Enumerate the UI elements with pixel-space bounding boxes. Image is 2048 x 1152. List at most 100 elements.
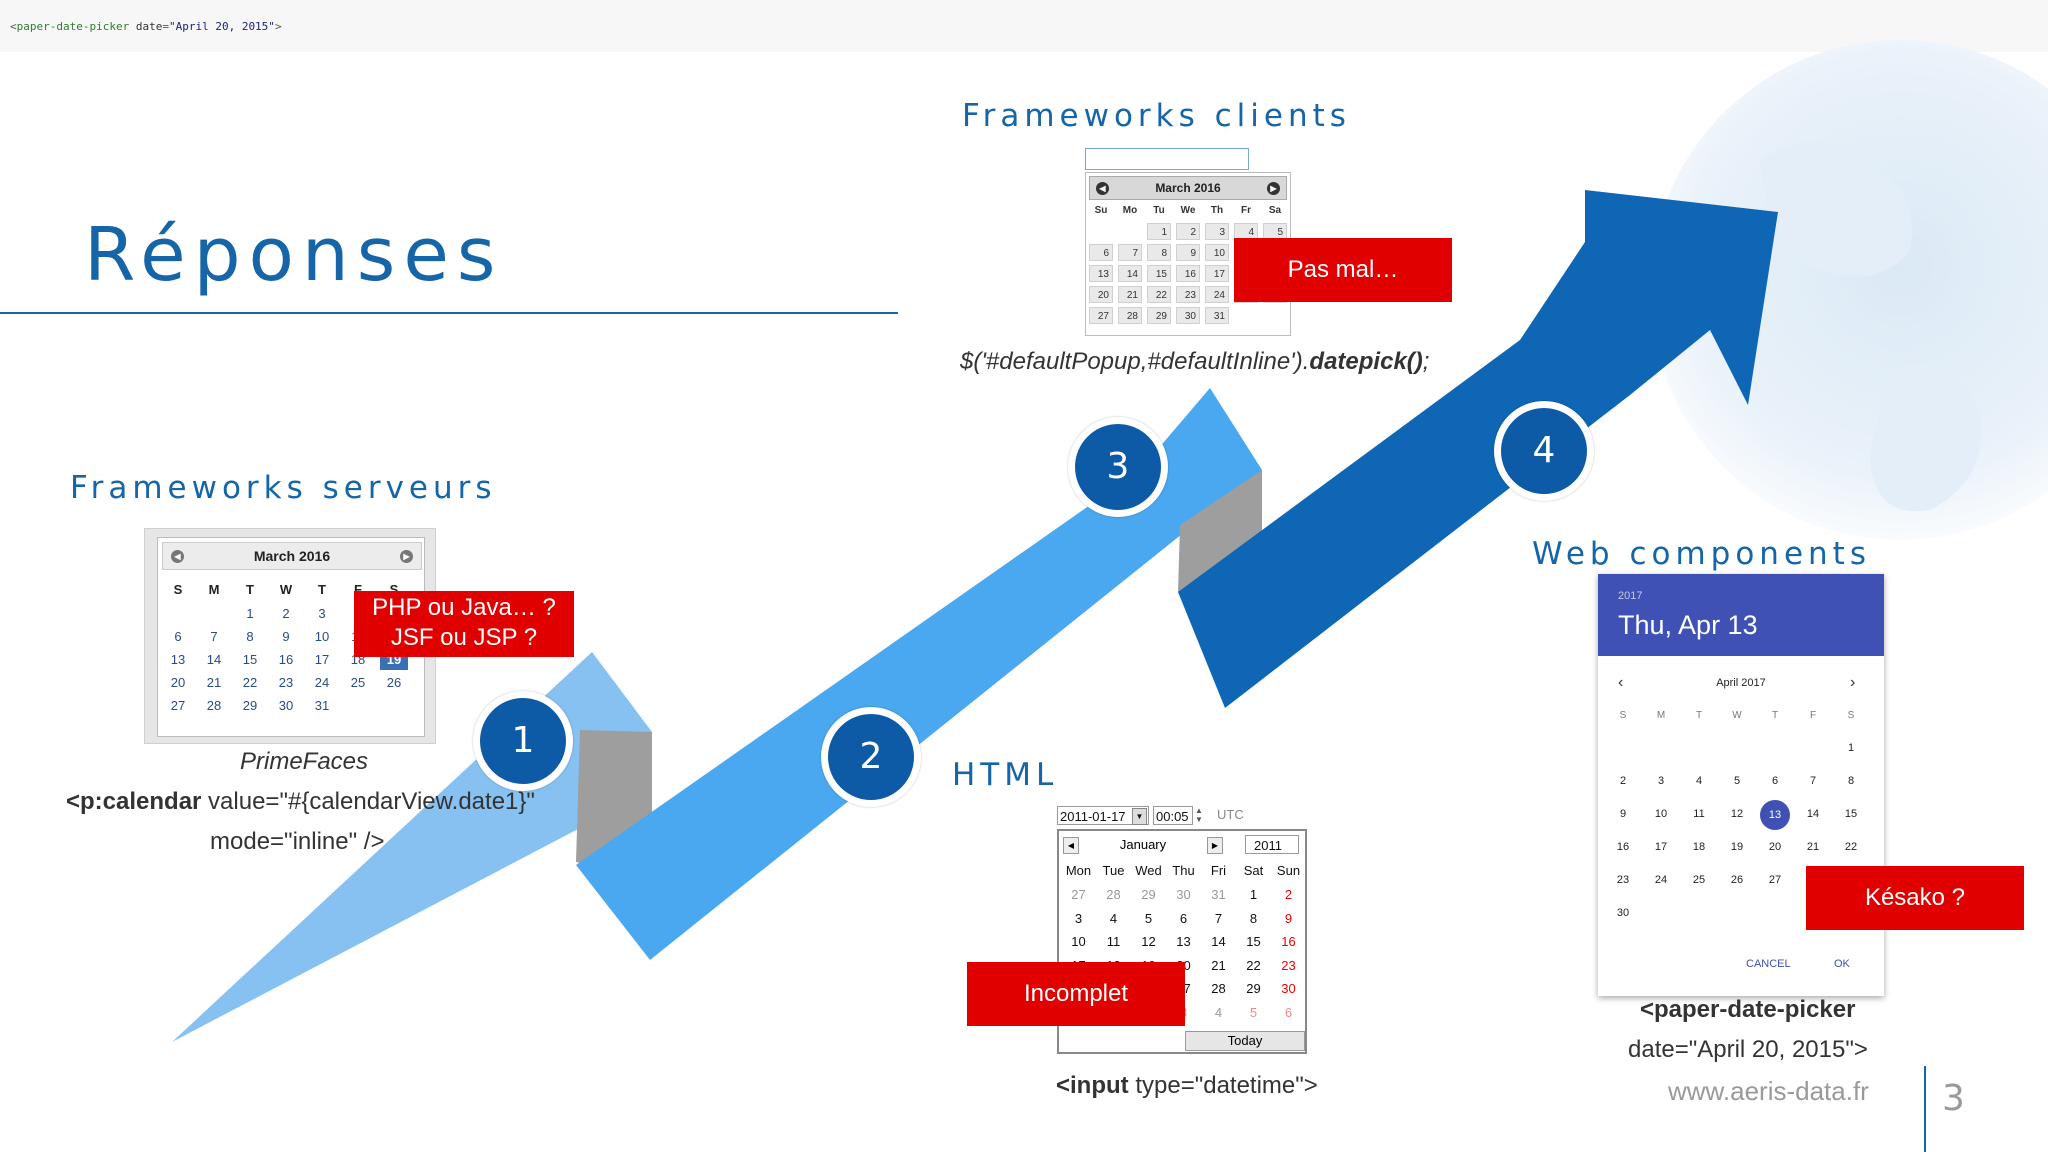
- pp-day-cell[interactable]: 6: [1771, 775, 1779, 787]
- pp-day-cell[interactable]: 18: [1692, 841, 1706, 853]
- pp-day-cell[interactable]: 23: [1616, 874, 1630, 886]
- dt-day-cell[interactable]: 6: [1284, 1004, 1293, 1020]
- jq-day-cell[interactable]: 2: [1176, 223, 1200, 240]
- dt-day-cell[interactable]: 29: [1141, 887, 1156, 902]
- next-month-icon[interactable]: ▶: [1267, 182, 1280, 195]
- jq-day-cell[interactable]: 24: [1205, 286, 1229, 303]
- jq-day-cell[interactable]: 20: [1089, 286, 1113, 303]
- jq-day-cell[interactable]: 30: [1176, 307, 1200, 324]
- dt-day-cell[interactable]: 3: [1074, 910, 1083, 926]
- prev-month-icon[interactable]: ◀: [1096, 182, 1109, 195]
- pp-day-cell[interactable]: 26: [1730, 874, 1744, 886]
- jq-day-cell[interactable]: 16: [1176, 265, 1200, 282]
- pf-day-cell[interactable]: 10: [314, 629, 330, 644]
- pp-day-cell[interactable]: 10: [1654, 808, 1668, 820]
- next-month-icon[interactable]: ▶: [1207, 837, 1223, 854]
- dt-year-field[interactable]: 2011: [1245, 835, 1299, 854]
- pp-day-cell[interactable]: 1: [1847, 742, 1855, 754]
- dt-day-cell[interactable]: 1: [1249, 887, 1258, 902]
- pf-day-cell[interactable]: 25: [350, 675, 366, 690]
- pf-day-cell[interactable]: 7: [210, 629, 218, 644]
- pf-day-cell[interactable]: 23: [278, 675, 294, 690]
- prev-month-icon[interactable]: ◀: [1063, 837, 1079, 854]
- dt-day-cell[interactable]: 4: [1214, 1004, 1223, 1020]
- dt-day-cell[interactable]: 9: [1284, 910, 1293, 926]
- dt-day-cell[interactable]: 16: [1281, 934, 1296, 949]
- pp-day-cell[interactable]: 21: [1806, 841, 1820, 853]
- jq-day-cell[interactable]: 17: [1205, 265, 1229, 282]
- pp-day-cell[interactable]: 17: [1654, 841, 1668, 853]
- dt-day-cell[interactable]: 28: [1211, 981, 1226, 996]
- prev-month-icon[interactable]: ‹: [1618, 674, 1624, 691]
- dt-day-cell[interactable]: 7: [1214, 910, 1223, 926]
- time-field[interactable]: 00:05: [1153, 806, 1193, 825]
- pp-day-cell[interactable]: 25: [1692, 874, 1706, 886]
- jq-day-cell[interactable]: 8: [1147, 244, 1171, 261]
- pf-day-cell[interactable]: 21: [206, 675, 222, 690]
- dt-day-cell[interactable]: 11: [1106, 934, 1121, 949]
- datepick-input[interactable]: [1085, 148, 1249, 170]
- pf-day-cell[interactable]: 30: [278, 698, 294, 713]
- jq-day-cell[interactable]: 27: [1089, 307, 1113, 324]
- pf-day-cell[interactable]: 20: [170, 675, 186, 690]
- jq-day-cell[interactable]: 13: [1089, 265, 1113, 282]
- pp-day-cell[interactable]: 22: [1844, 841, 1858, 853]
- pf-day-cell[interactable]: 22: [242, 675, 258, 690]
- prev-month-icon[interactable]: ◀: [171, 550, 184, 563]
- ok-button[interactable]: OK: [1834, 958, 1850, 970]
- pp-day-cell[interactable]: 14: [1806, 808, 1820, 820]
- pf-day-cell[interactable]: 2: [282, 606, 290, 621]
- dt-day-cell[interactable]: 21: [1211, 957, 1226, 973]
- next-month-icon[interactable]: ▶: [400, 550, 413, 563]
- pf-day-cell[interactable]: 16: [278, 652, 294, 667]
- pf-day-cell[interactable]: 28: [206, 698, 222, 713]
- pp-day-cell[interactable]: 27: [1768, 874, 1782, 886]
- pp-day-cell[interactable]: 15: [1844, 808, 1858, 820]
- pp-day-cell[interactable]: 20: [1768, 841, 1782, 853]
- cancel-button[interactable]: CANCEL: [1746, 958, 1791, 970]
- pp-day-cell[interactable]: 3: [1657, 775, 1665, 787]
- jq-day-cell[interactable]: 3: [1205, 223, 1229, 240]
- jq-day-cell[interactable]: 31: [1205, 307, 1229, 324]
- dropdown-arrow-icon[interactable]: ▼: [1132, 808, 1147, 825]
- jq-day-cell[interactable]: 28: [1118, 307, 1142, 324]
- jq-day-cell[interactable]: 23: [1176, 286, 1200, 303]
- pf-day-cell[interactable]: 27: [170, 698, 186, 713]
- dt-day-cell[interactable]: 23: [1281, 957, 1296, 973]
- dt-month-selector[interactable]: ◀ January ▶: [1063, 835, 1223, 855]
- dt-day-cell[interactable]: 14: [1211, 934, 1226, 949]
- jq-day-cell[interactable]: 15: [1147, 265, 1171, 282]
- pp-day-cell[interactable]: 11: [1693, 808, 1705, 820]
- time-spinner-icon[interactable]: ▲▼: [1195, 806, 1203, 824]
- jq-day-cell[interactable]: 6: [1089, 244, 1113, 261]
- dt-day-cell[interactable]: 30: [1176, 887, 1191, 902]
- dt-day-cell[interactable]: 4: [1109, 910, 1118, 926]
- dt-day-cell[interactable]: 29: [1246, 981, 1261, 996]
- pf-day-cell[interactable]: 29: [242, 698, 258, 713]
- pp-day-cell[interactable]: 8: [1847, 775, 1855, 787]
- dt-day-cell[interactable]: 15: [1246, 934, 1261, 949]
- dt-day-cell[interactable]: 27: [1071, 887, 1086, 902]
- dt-day-cell[interactable]: 6: [1179, 910, 1188, 926]
- pf-day-cell[interactable]: 31: [314, 698, 330, 713]
- jq-day-cell[interactable]: 7: [1118, 244, 1142, 261]
- pp-day-cell-selected[interactable]: 13: [1760, 800, 1790, 830]
- dt-day-cell[interactable]: 30: [1281, 981, 1296, 996]
- dt-day-cell[interactable]: 28: [1106, 887, 1121, 902]
- pp-day-cell[interactable]: 24: [1654, 874, 1668, 886]
- jq-day-cell[interactable]: 1: [1147, 223, 1171, 240]
- pp-day-cell[interactable]: 16: [1616, 841, 1630, 853]
- pp-year[interactable]: 2017: [1618, 590, 1643, 602]
- pp-day-cell[interactable]: 9: [1619, 808, 1627, 820]
- dt-day-cell[interactable]: 13: [1176, 934, 1191, 949]
- jq-day-cell[interactable]: 22: [1147, 286, 1171, 303]
- pf-day-cell[interactable]: 26: [386, 675, 402, 690]
- pf-day-cell[interactable]: 9: [282, 629, 290, 644]
- pp-day-cell[interactable]: 12: [1730, 808, 1744, 820]
- today-button[interactable]: Today: [1185, 1031, 1305, 1051]
- pf-day-cell[interactable]: 3: [318, 606, 326, 621]
- pp-day-cell[interactable]: 30: [1616, 907, 1630, 919]
- pf-day-cell[interactable]: 8: [246, 629, 254, 644]
- dt-day-cell[interactable]: 8: [1249, 910, 1258, 926]
- dt-day-cell[interactable]: 10: [1071, 934, 1086, 949]
